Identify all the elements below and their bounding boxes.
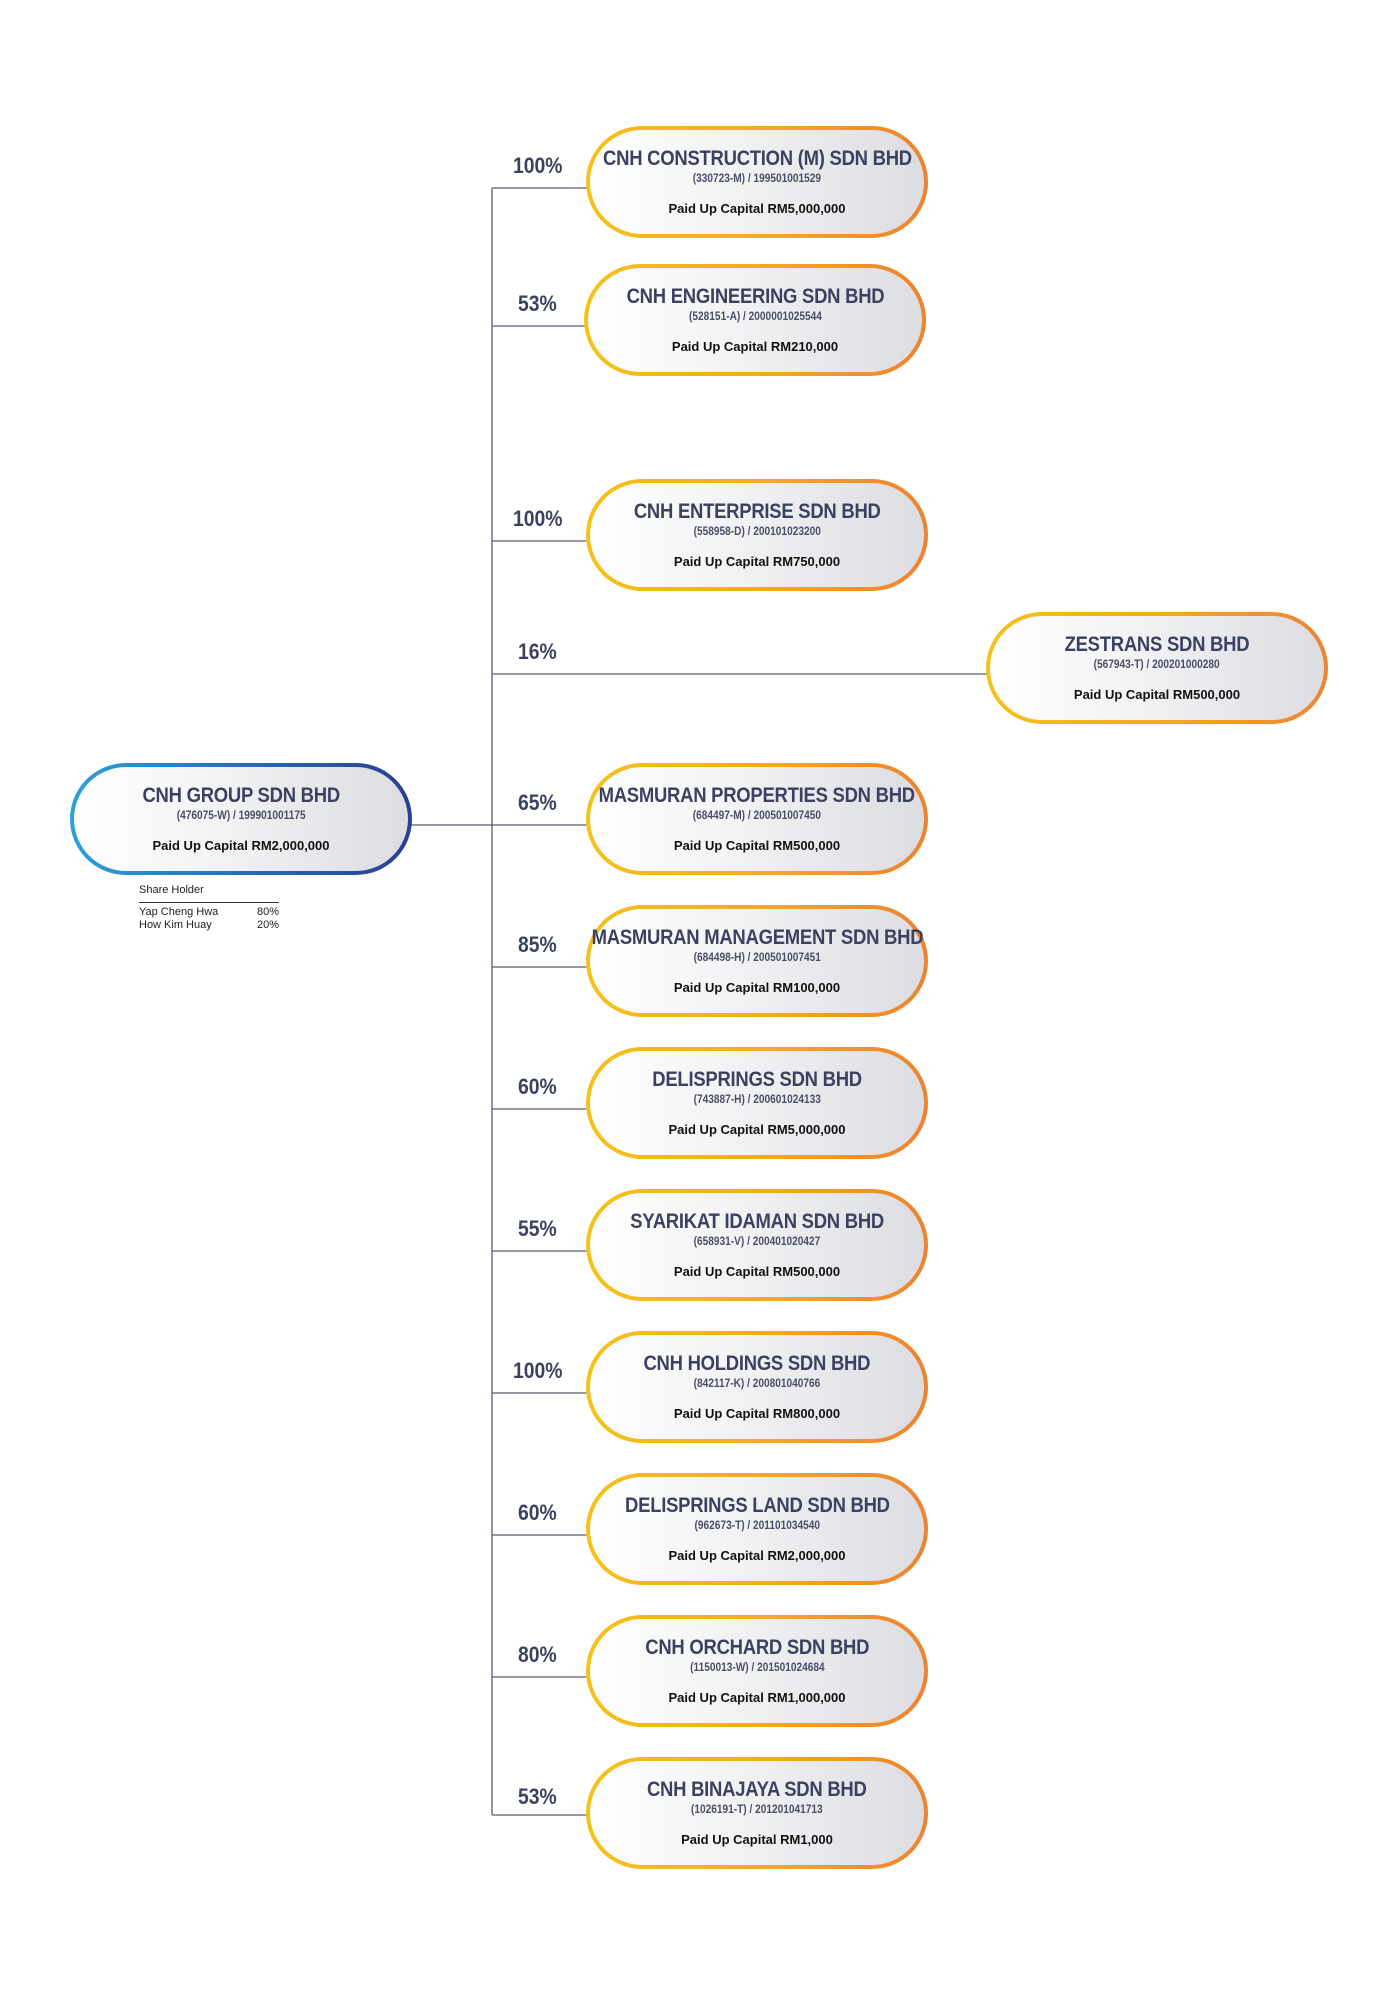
company-registration: (684498-H) / 200501007451 xyxy=(693,952,821,964)
ownership-pct: 80% xyxy=(518,1642,557,1667)
company-registration: (1150013-W) / 201501024684 xyxy=(689,1662,825,1674)
ownership-pct: 55% xyxy=(518,1216,557,1241)
company-name: DELISPRINGS SDN BHD xyxy=(652,1068,862,1091)
company-capital: Paid Up Capital RM750,000 xyxy=(673,554,841,569)
parent-company-node: CNH GROUP SDN BHD (476075-W) / 199901001… xyxy=(70,763,412,875)
ownership-pct: 85% xyxy=(518,932,557,957)
subsidiary-node: DELISPRINGS LAND SDN BHD (962673-T) / 20… xyxy=(586,1473,928,1585)
company-registration: (1026191-T) / 201201041713 xyxy=(691,1804,823,1816)
company-name: CNH ENTERPRISE SDN BHD xyxy=(633,500,881,523)
subsidiary-node: DELISPRINGS SDN BHD (743887-H) / 2006010… xyxy=(586,1047,928,1159)
subsidiary-node: ZESTRANS SDN BHD (567943-T) / 2002010002… xyxy=(986,612,1328,724)
shareholder-name: How Kim Huay xyxy=(139,919,212,931)
ownership-pct: 53% xyxy=(518,1784,557,1809)
company-capital: Paid Up Capital RM500,000 xyxy=(673,1264,841,1279)
subsidiary-node: CNH ENTERPRISE SDN BHD (558958-D) / 2001… xyxy=(586,479,928,591)
company-capital: Paid Up Capital RM5,000,000 xyxy=(668,201,846,216)
company-registration: (842117-K) / 200801040766 xyxy=(693,1378,821,1390)
ownership-pct: 16% xyxy=(518,639,557,664)
company-registration: (558958-D) / 200101023200 xyxy=(693,526,821,538)
company-capital: Paid Up Capital RM1,000 xyxy=(681,1832,833,1847)
company-registration: (962673-T) / 201101034540 xyxy=(694,1520,820,1532)
company-name: MASMURAN MANAGEMENT SDN BHD xyxy=(591,926,923,949)
company-capital: Paid Up Capital RM500,000 xyxy=(1073,687,1241,702)
company-registration: (330723-M) / 199501001529 xyxy=(692,173,822,185)
company-capital: Paid Up Capital RM210,000 xyxy=(671,339,839,354)
shareholder-name: Yap Cheng Hwa xyxy=(139,906,219,918)
company-name: SYARIKAT IDAMAN SDN BHD xyxy=(630,1210,884,1233)
company-name: CNH CONSTRUCTION (M) SDN BHD xyxy=(602,147,912,170)
company-capital: Paid Up Capital RM100,000 xyxy=(673,980,841,995)
company-registration: (528151-A) / 2000001025544 xyxy=(688,311,822,323)
company-capital: Paid Up Capital RM5,000,000 xyxy=(668,1122,846,1137)
subsidiary-node: CNH ORCHARD SDN BHD (1150013-W) / 201501… xyxy=(586,1615,928,1727)
company-name: CNH HOLDINGS SDN BHD xyxy=(643,1352,871,1375)
company-registration: (658931-V) / 200401020427 xyxy=(693,1236,821,1248)
shareholder-row: Yap Cheng Hwa 80% xyxy=(139,906,279,919)
shareholder-table: Share Holder Yap Cheng Hwa 80% How Kim H… xyxy=(139,884,279,932)
subsidiary-node: CNH BINAJAYA SDN BHD (1026191-T) / 20120… xyxy=(586,1757,928,1869)
company-capital: Paid Up Capital RM1,000,000 xyxy=(668,1690,846,1705)
shareholder-title: Share Holder xyxy=(139,884,204,896)
company-capital: Paid Up Capital RM800,000 xyxy=(673,1406,841,1421)
company-name: ZESTRANS SDN BHD xyxy=(1064,633,1250,656)
company-name: CNH BINAJAYA SDN BHD xyxy=(647,1778,867,1801)
company-registration: (684497-M) / 200501007450 xyxy=(692,810,822,822)
shareholder-pct: 20% xyxy=(256,919,279,931)
company-registration: (743887-H) / 200601024133 xyxy=(693,1094,821,1106)
company-name: CNH GROUP SDN BHD xyxy=(142,784,340,807)
ownership-pct: 65% xyxy=(518,790,557,815)
company-registration: (476075-W) / 199901001175 xyxy=(176,810,306,822)
ownership-pct: 60% xyxy=(518,1074,557,1099)
subsidiary-node: CNH CONSTRUCTION (M) SDN BHD (330723-M) … xyxy=(586,126,928,238)
subsidiary-node: CNH ENGINEERING SDN BHD (528151-A) / 200… xyxy=(584,264,926,376)
ownership-pct: 60% xyxy=(518,1500,557,1525)
shareholder-pct: 80% xyxy=(256,906,279,918)
company-name: CNH ORCHARD SDN BHD xyxy=(645,1636,869,1659)
ownership-pct: 100% xyxy=(513,153,563,178)
company-registration: (567943-T) / 200201000280 xyxy=(1093,659,1221,671)
company-capital: Paid Up Capital RM500,000 xyxy=(673,838,841,853)
subsidiary-node: MASMURAN MANAGEMENT SDN BHD (684498-H) /… xyxy=(586,905,928,1017)
ownership-pct: 100% xyxy=(513,506,563,531)
shareholder-divider xyxy=(139,902,279,903)
company-capital: Paid Up Capital RM2,000,000 xyxy=(668,1548,846,1563)
company-name: MASMURAN PROPERTIES SDN BHD xyxy=(598,784,916,807)
company-name: CNH ENGINEERING SDN BHD xyxy=(626,285,884,308)
ownership-pct: 53% xyxy=(518,291,557,316)
shareholder-row: How Kim Huay 20% xyxy=(139,919,279,932)
company-capital: Paid Up Capital RM2,000,000 xyxy=(152,838,330,853)
subsidiary-node: MASMURAN PROPERTIES SDN BHD (684497-M) /… xyxy=(586,763,928,875)
subsidiary-node: CNH HOLDINGS SDN BHD (842117-K) / 200801… xyxy=(586,1331,928,1443)
subsidiary-node: SYARIKAT IDAMAN SDN BHD (658931-V) / 200… xyxy=(586,1189,928,1301)
ownership-pct: 100% xyxy=(513,1358,563,1383)
company-name: DELISPRINGS LAND SDN BHD xyxy=(624,1494,890,1517)
